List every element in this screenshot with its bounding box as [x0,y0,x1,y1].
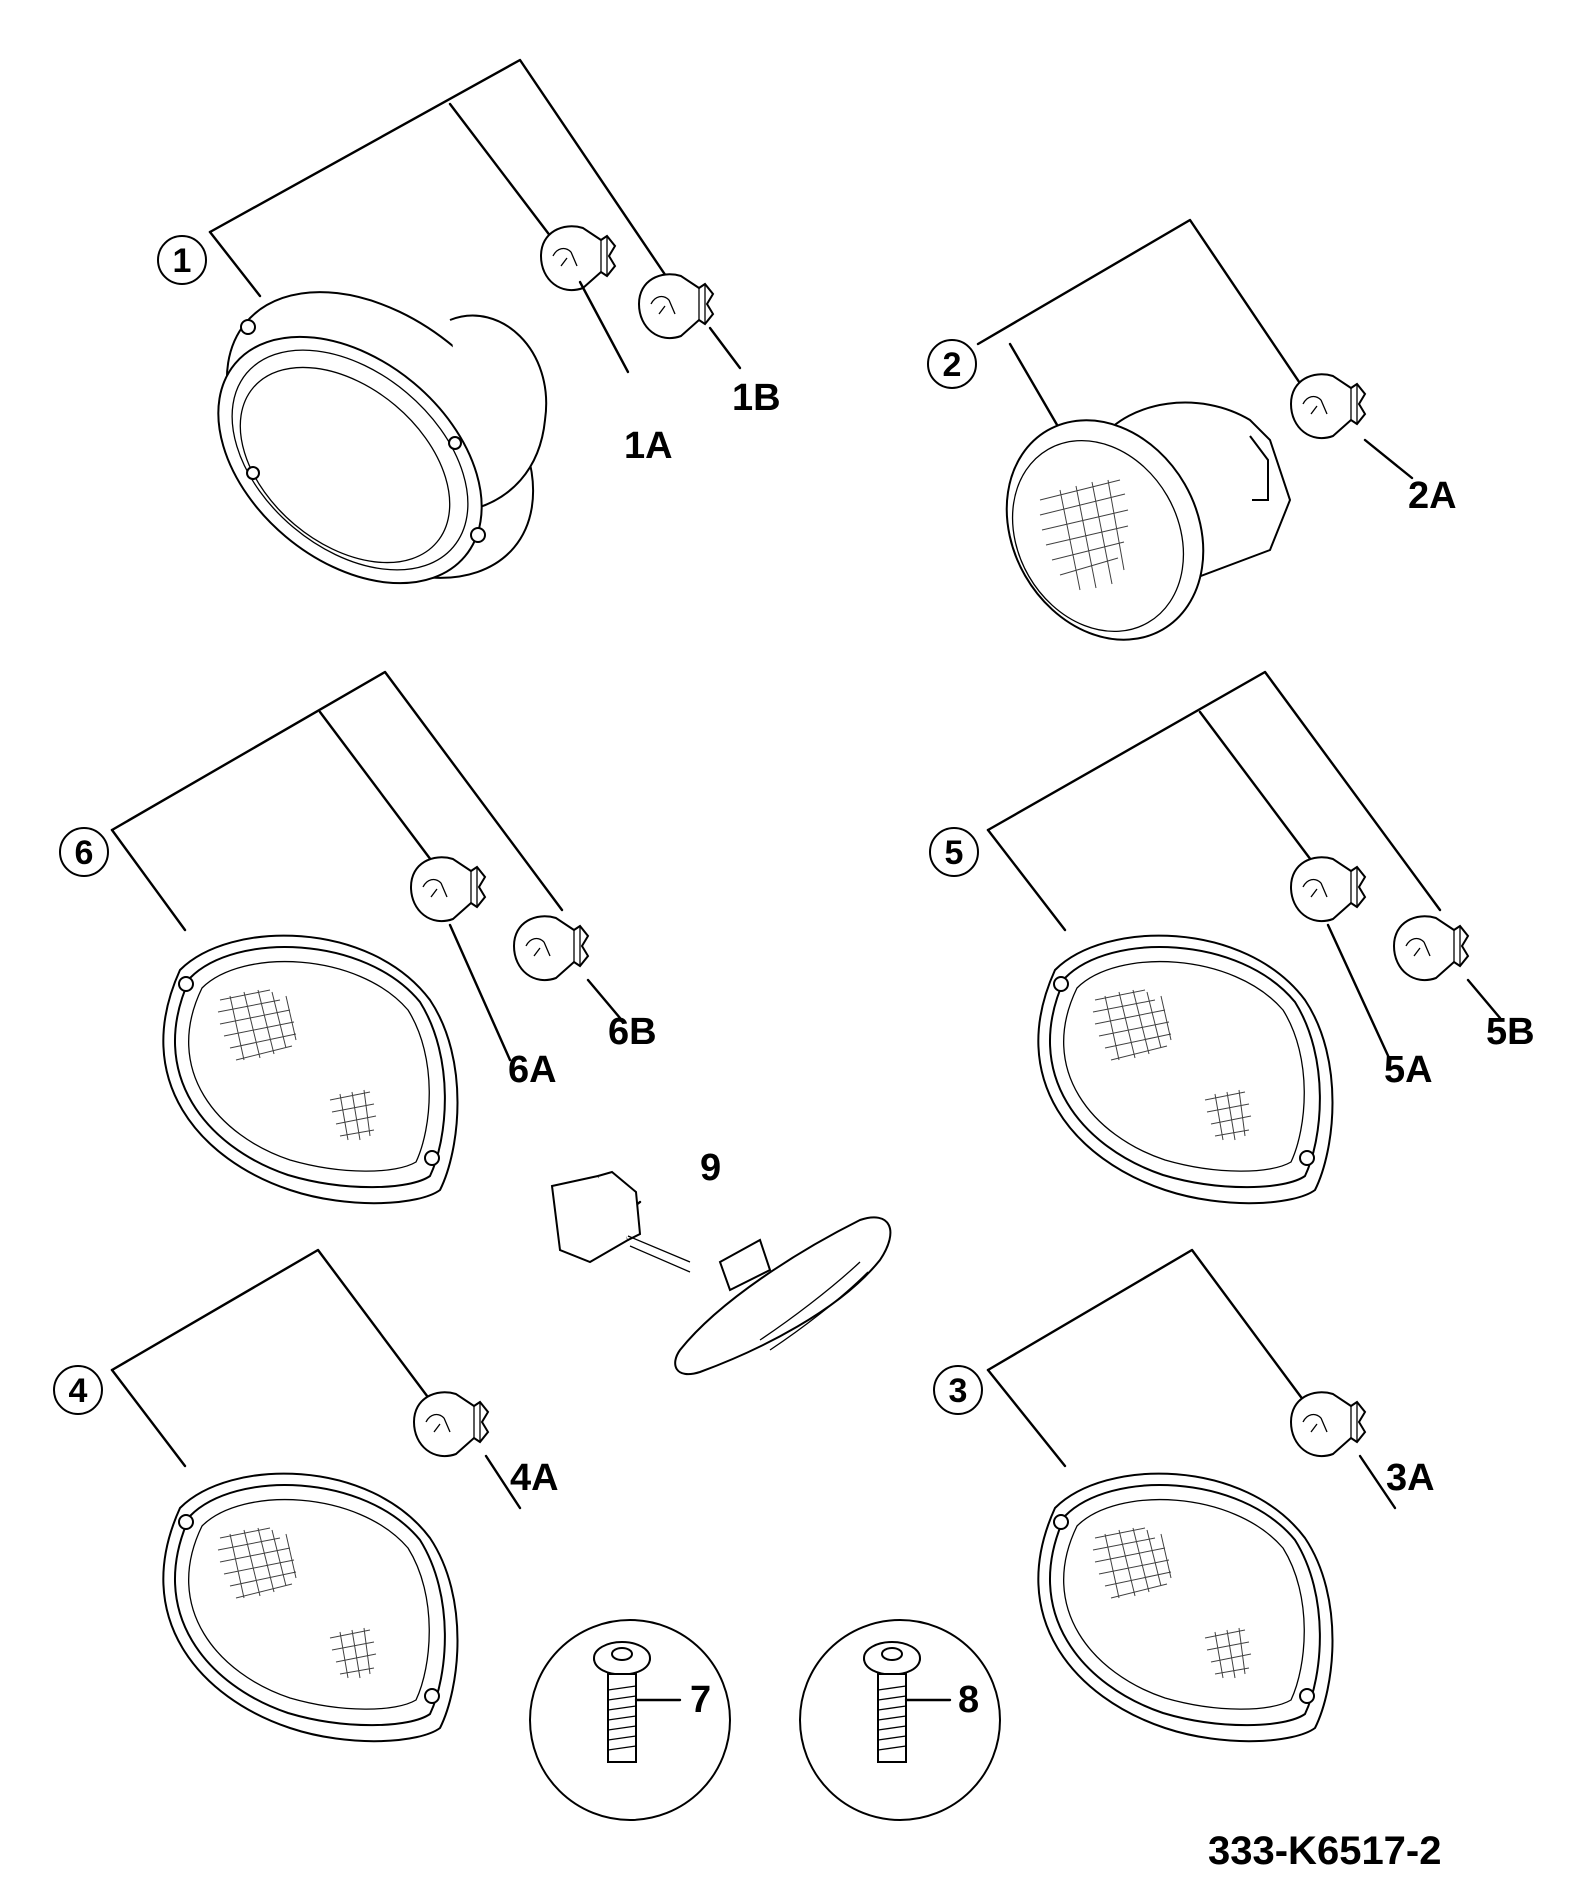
part-2-indicator [976,218,1320,641]
label-7: 7 [690,1679,711,1721]
label-4A: 4A [510,1457,559,1499]
part-1-headlamp [208,58,672,585]
bulb-3A [1290,1391,1366,1458]
callout-3: 3 [949,1372,968,1410]
callout-6: 6 [75,834,94,872]
part-9-side-repeater [550,1170,892,1375]
bulb-6A [410,856,486,923]
callout-circle-3 [933,1365,983,1415]
callout-2: 2 [943,346,962,384]
callout-circle-1 [157,235,207,285]
part-4-lamp [110,1248,459,1743]
label-5B: 5B [1486,1011,1535,1053]
reference-code: 333-K6517-2 [1208,1829,1442,1873]
part-3-lamp [986,1248,1334,1743]
callout-4: 4 [69,1372,88,1410]
label-6A: 6A [508,1049,557,1091]
part-6-lamp [110,670,564,1205]
label-6B: 6B [608,1011,657,1053]
bulb-1B [638,273,714,340]
label-8: 8 [958,1679,979,1721]
label-1B: 1B [732,377,781,419]
label-2A: 2A [1408,475,1457,517]
label-9: 9 [700,1147,721,1189]
label-1A: 1A [624,425,673,467]
label-5A: 5A [1384,1049,1433,1091]
bulb-6B [513,915,589,982]
part-7-screw [529,1619,731,1821]
part-8-screw [799,1619,1001,1821]
bulb-5A [1290,856,1366,923]
label-3A: 3A [1386,1457,1435,1499]
bulb-5B [1393,915,1469,982]
callout-5: 5 [945,834,964,872]
bulb-4A [413,1391,489,1458]
callout-circle-4 [53,1365,103,1415]
bulb-1A [540,225,616,292]
callout-circle-2 [927,339,977,389]
callout-circle-5 [929,827,979,877]
part-5-lamp [986,670,1442,1205]
bulb-2A [1290,373,1366,440]
callout-1: 1 [173,242,192,280]
callout-circle-6 [59,827,109,877]
